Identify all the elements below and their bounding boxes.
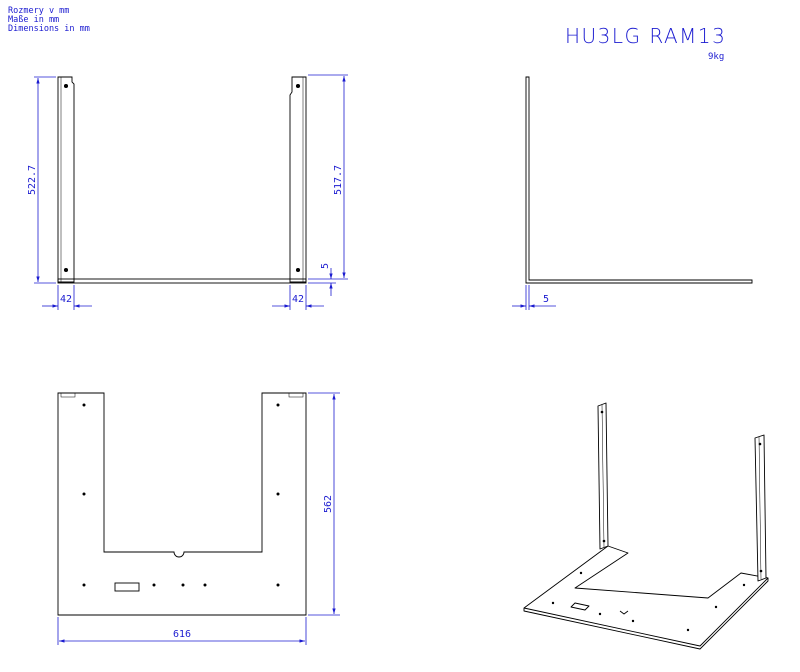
units-note-sk: Rozmery v mm <box>8 6 70 16</box>
isometric-view <box>523 402 769 650</box>
front-view <box>57 76 307 284</box>
dim-plan-depth: 562 <box>323 495 334 513</box>
isometric-holes <box>551 410 763 632</box>
dim-left-height: 522.7 <box>27 165 38 195</box>
plan-view-dimensions <box>57 392 340 645</box>
drawing-title: HU3LG RAM13 <box>565 24 727 48</box>
units-note-de: Maße in mm <box>8 15 60 25</box>
plan-view <box>57 392 307 616</box>
dim-left-width: 42 <box>60 294 72 305</box>
side-view <box>525 76 753 284</box>
dim-front-thickness: 5 <box>320 263 331 269</box>
side-view-dimensions <box>512 285 556 310</box>
drawing-weight: 9kg <box>708 52 725 62</box>
dim-side-thickness: 5 <box>543 294 549 305</box>
units-note-en: Dimensions in mm <box>8 24 90 34</box>
plan-view-holes <box>82 403 280 587</box>
dim-right-height: 517.7 <box>333 165 344 195</box>
dim-right-width: 42 <box>292 294 304 305</box>
front-view-dimensions <box>34 74 348 310</box>
dim-plan-width: 616 <box>173 629 191 640</box>
